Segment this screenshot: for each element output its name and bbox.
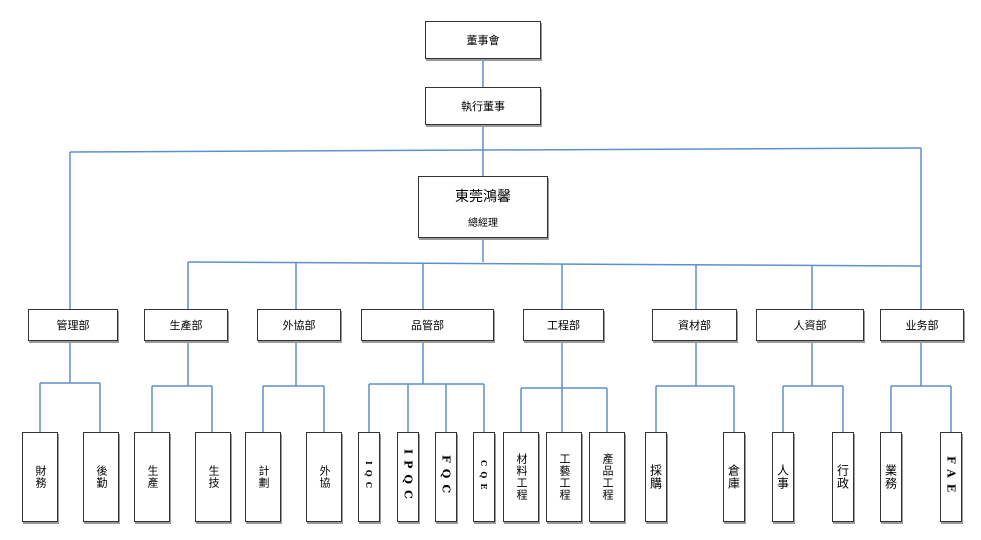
unit-label: 外協 [318, 465, 331, 489]
dept-materials: 資材部 [652, 309, 737, 341]
dept-label: 工程部 [547, 319, 580, 332]
unit-iqc: IQC [358, 432, 380, 522]
unit-personnel: 人事 [772, 432, 794, 522]
unit-label: 計劃 [257, 465, 270, 489]
unit-warehouse: 倉庫 [723, 432, 745, 522]
unit-process-eng: 工藝工程 [546, 432, 582, 522]
dept-hr: 人資部 [756, 309, 864, 341]
unit-outsourcing: 外協 [306, 432, 342, 522]
unit-fae: FAE [940, 432, 962, 522]
company-name: 東莞鴻馨 [455, 188, 511, 205]
dept-sales: 业务部 [880, 309, 964, 341]
unit-label: 倉庫 [726, 464, 741, 490]
unit-label: 生技 [207, 465, 220, 489]
general-manager-title: 總經理 [468, 217, 498, 229]
executive-director-label: 執行董事 [461, 100, 505, 113]
unit-production-tech: 生技 [195, 432, 231, 522]
executive-director-box: 執行董事 [425, 87, 541, 125]
unit-business: 業務 [880, 432, 902, 522]
dept-engineering: 工程部 [523, 309, 604, 341]
dept-production: 生產部 [144, 309, 228, 341]
dept-label: 生產部 [169, 319, 203, 332]
board-label: 董事會 [466, 34, 500, 47]
unit-planning: 計劃 [245, 432, 281, 522]
dept-outsourcing: 外協部 [257, 309, 341, 341]
board-box: 董事會 [425, 21, 541, 59]
unit-label: 材料工程 [515, 453, 528, 501]
unit-production: 生產 [134, 432, 170, 522]
unit-label: 行政 [835, 464, 850, 490]
dept-label: 人資部 [793, 319, 827, 332]
unit-label: FQC [439, 454, 453, 500]
unit-label: 生產 [146, 465, 159, 489]
unit-label: FAE [944, 455, 958, 499]
unit-label: 業務 [883, 464, 898, 490]
dept-label: 品管部 [411, 319, 444, 332]
dept-label: 业务部 [905, 319, 939, 332]
dept-management: 管理部 [28, 309, 118, 341]
unit-label: 後勤 [95, 465, 108, 489]
ceo-box: 東莞鴻馨 總經理 [418, 176, 548, 238]
unit-finance: 財務 [22, 432, 58, 522]
unit-administration: 行政 [832, 432, 854, 522]
connector-line [187, 261, 922, 267]
dept-label: 外協部 [282, 319, 316, 332]
unit-label: 採購 [648, 464, 663, 490]
unit-label: 人事 [775, 464, 790, 490]
unit-product-eng: 產品工程 [589, 432, 625, 522]
unit-ipqc: IPQC [397, 432, 419, 522]
unit-label: 工藝工程 [558, 453, 571, 501]
unit-label: IPQC [401, 449, 415, 505]
dept-quality: 品管部 [361, 309, 494, 341]
unit-fqc: FQC [435, 432, 457, 522]
unit-cqe: CQE [473, 432, 495, 522]
unit-label: CQE [479, 459, 489, 495]
dept-label: 資材部 [678, 319, 711, 332]
unit-purchasing: 採購 [645, 432, 667, 522]
connector-line [69, 147, 922, 153]
unit-label: 產品工程 [601, 453, 614, 501]
unit-label: 財務 [34, 465, 47, 489]
dept-label: 管理部 [56, 319, 90, 332]
unit-label: IQC [364, 460, 374, 494]
unit-logistics: 後勤 [83, 432, 119, 522]
unit-material-eng: 材料工程 [503, 432, 539, 522]
